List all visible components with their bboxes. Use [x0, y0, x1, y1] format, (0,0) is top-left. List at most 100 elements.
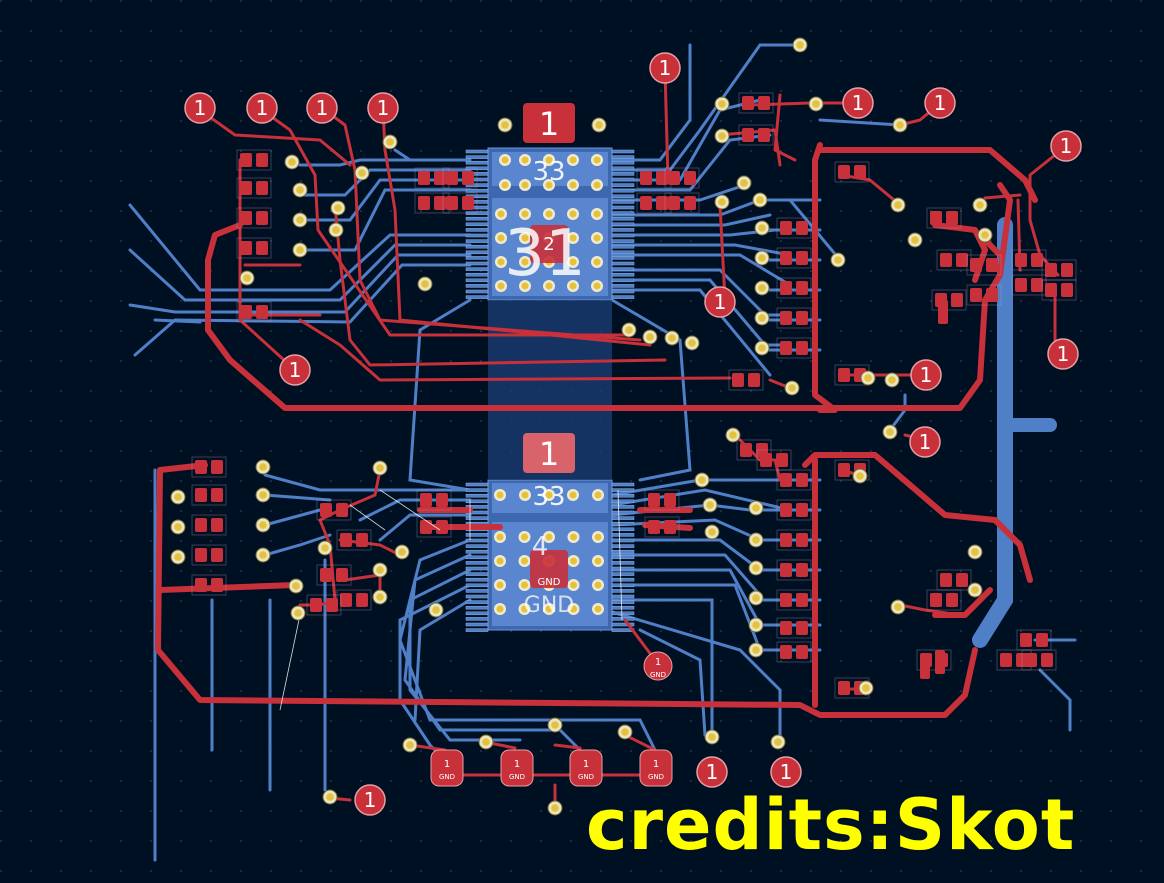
smd-pad — [320, 568, 332, 582]
gnd-pill-text: GND — [648, 773, 664, 781]
ic-pin-right — [611, 488, 635, 492]
smd-pad — [640, 171, 652, 185]
ic-via-hole — [570, 533, 577, 541]
net-label-text: 1 — [316, 96, 329, 120]
via-hole — [752, 504, 760, 512]
ic-pin-left — [465, 267, 489, 271]
ic-pin-right — [611, 284, 635, 288]
via-hole — [296, 216, 304, 224]
via-hole — [976, 201, 984, 209]
ic-pin-left — [465, 188, 489, 193]
smd-pad — [780, 503, 792, 517]
ic-via-hole — [593, 210, 601, 218]
ic-pin-right — [611, 222, 635, 227]
ic-pin-right — [611, 617, 635, 621]
ic-via-hole — [501, 181, 509, 189]
ic-via-hole — [521, 533, 528, 541]
smd-courtyard — [306, 594, 342, 616]
ic1-thermal-pad — [530, 225, 568, 263]
smd-courtyard — [416, 489, 452, 511]
ic-via-hole — [521, 210, 529, 218]
net-label-circle — [184, 92, 216, 124]
ic-pin-left — [465, 284, 489, 288]
smd-pad — [195, 578, 207, 592]
gnd-pill-text: GND — [578, 773, 594, 781]
via-hole — [376, 593, 384, 601]
via-hole — [332, 226, 340, 234]
ic-pin-left — [465, 160, 489, 165]
ic-pin-left — [465, 566, 489, 571]
smd-pad — [664, 493, 676, 507]
smd-pad — [740, 443, 752, 457]
smd-courtyard — [1021, 649, 1057, 671]
net-label-circle — [367, 92, 399, 124]
smd-pad — [986, 288, 998, 302]
smd-pad — [336, 503, 348, 517]
ic-pin-left — [465, 505, 489, 509]
smd-pad — [211, 548, 223, 562]
gnd-pill-shape — [569, 749, 603, 787]
smd-courtyard — [442, 192, 478, 214]
ic-pin-right — [611, 261, 635, 266]
ic-via-hole — [570, 605, 577, 613]
ic-pin-right — [611, 211, 635, 215]
smd-pad — [436, 493, 448, 507]
smd-pad — [195, 460, 207, 474]
net-label-pill: 1 — [1050, 130, 1082, 162]
smd-pad — [748, 373, 760, 387]
smd-pad — [256, 305, 268, 319]
ic-via-hole — [545, 181, 553, 189]
ic-pin-left — [465, 493, 489, 498]
ic-pin-right — [611, 577, 635, 582]
smd-pad — [956, 573, 968, 587]
ic-pin-left — [465, 544, 489, 548]
net-label-text: 1 — [919, 430, 932, 454]
via-hole — [752, 621, 760, 629]
gnd-pill-text: GND — [509, 773, 525, 781]
smd-courtyard — [776, 559, 812, 581]
smd-courtyard — [738, 124, 774, 146]
gnd-pill-number: 1 — [514, 759, 520, 770]
gnd-pill-shape — [430, 749, 464, 787]
smd-courtyard — [966, 284, 1002, 306]
smd-pad — [956, 253, 968, 267]
ic-pin-left — [465, 222, 489, 227]
via-hole — [174, 493, 182, 501]
smd-pad — [732, 373, 744, 387]
smd-pad — [742, 128, 754, 142]
ic-pin-left — [465, 239, 489, 243]
net-label-text: 1 — [920, 363, 933, 387]
smd-courtyard — [316, 564, 352, 586]
smd-pad — [780, 563, 792, 577]
ic-pin-right — [611, 244, 635, 249]
net-label-circle — [909, 426, 941, 458]
smd-courtyard — [776, 469, 812, 491]
ic-pad-numbers: 33 31 2 33 4 GND GND — [504, 157, 585, 618]
smd-pad — [1041, 653, 1053, 667]
smd-pad — [320, 503, 332, 517]
ic-pin-left — [465, 583, 489, 588]
smd-pad — [758, 128, 770, 142]
via-hole — [708, 733, 716, 741]
via-hole — [259, 491, 267, 499]
via-hole — [621, 728, 629, 736]
via-hole — [376, 566, 384, 574]
via-hole — [718, 198, 726, 206]
net-label-pill: 1 — [649, 52, 681, 84]
smd-pad — [780, 593, 792, 607]
ic-pin-left — [465, 272, 489, 277]
ic-via-hole — [521, 282, 529, 290]
gnd-pill-number: 1 — [653, 759, 659, 770]
ic1-pad-33: 33 — [532, 157, 565, 187]
net-label-text: 1 — [194, 96, 207, 120]
smd-pad — [418, 196, 430, 210]
net-label-text: 1 — [706, 760, 719, 784]
smd-courtyard — [834, 161, 870, 183]
ic-pin-right — [611, 194, 635, 199]
smd-pad — [970, 288, 982, 302]
net-label-text: 1 — [1060, 134, 1073, 158]
net-label-pill: 1 — [909, 426, 941, 458]
smd-pad — [780, 251, 792, 265]
smd-pad — [796, 221, 808, 235]
